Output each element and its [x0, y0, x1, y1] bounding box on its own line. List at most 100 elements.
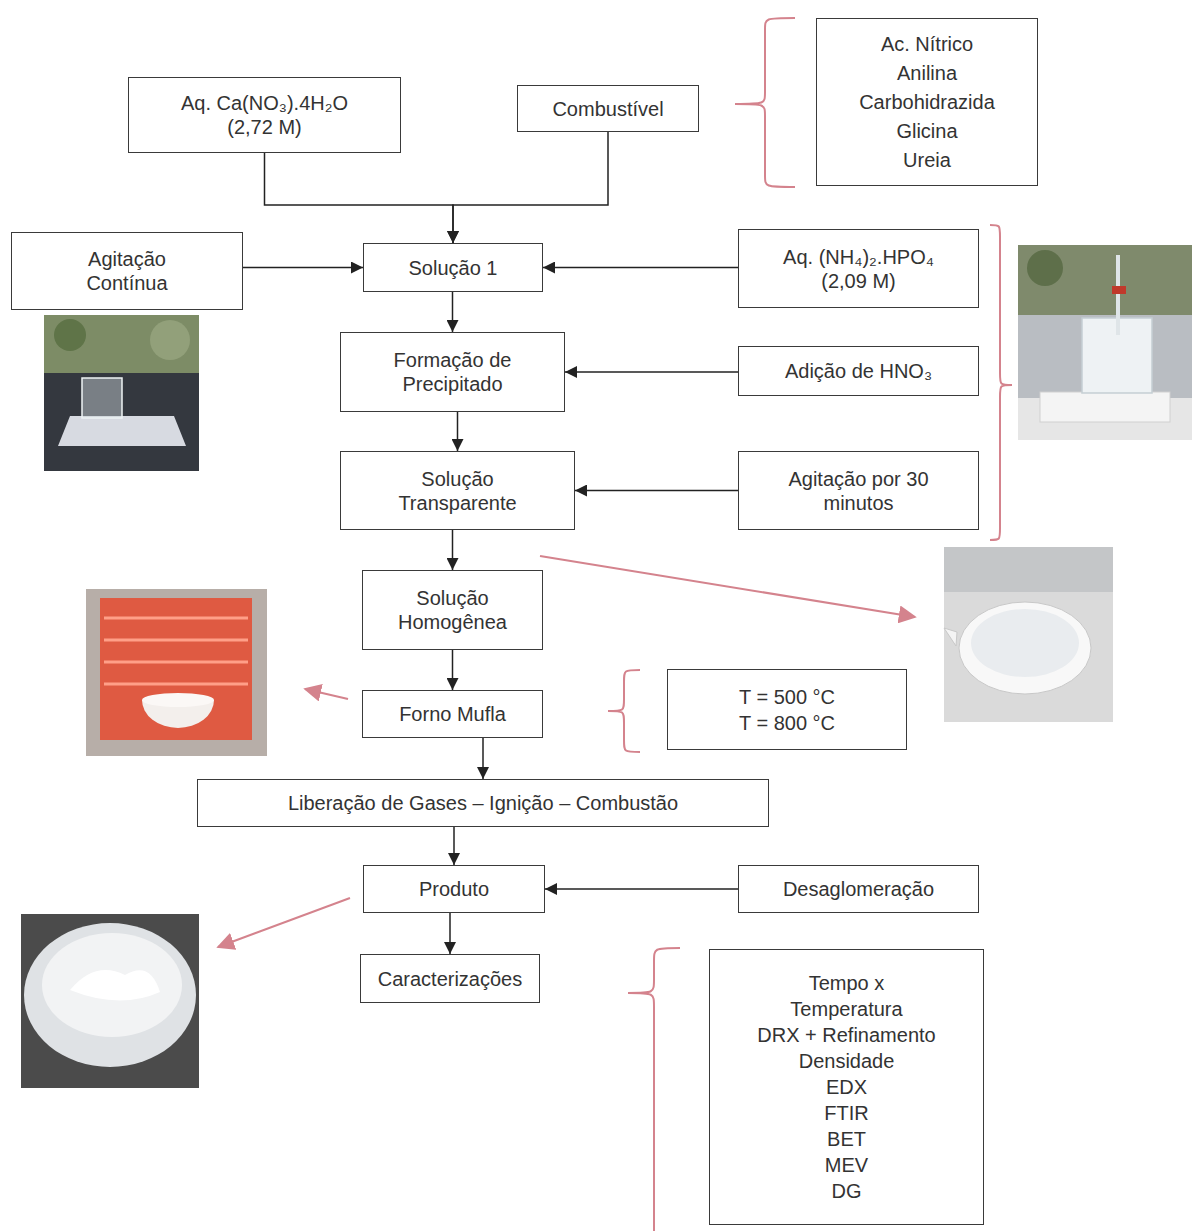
dish: [959, 602, 1091, 694]
photo-burette: [1018, 245, 1192, 440]
stopcock: [1112, 286, 1126, 294]
flow-arrow: [453, 132, 608, 243]
flow-arrow: [545, 888, 738, 890]
box-text: Forno Mufla: [399, 702, 506, 726]
box-text: Glicina: [896, 117, 957, 146]
flow-arrow: [565, 371, 738, 373]
process-box: Combustível: [517, 85, 699, 132]
box-text: Adição de HNO₃: [785, 359, 932, 383]
process-box: Solução Homogênea: [362, 570, 543, 650]
flow-arrow: [449, 913, 451, 954]
photo-furnace: [86, 589, 267, 756]
process-box: Solução 1: [363, 243, 543, 292]
powder: [70, 970, 160, 1001]
process-box: Agitação Contínua: [11, 232, 243, 310]
box-text: Liberação de Gases – Ignição – Combustão: [288, 791, 678, 815]
box-text: Desaglomeração: [783, 877, 934, 901]
bracket: [735, 18, 795, 187]
photo-foliage: [54, 319, 86, 351]
heating-element: [104, 618, 248, 684]
crucible-top: [142, 693, 214, 707]
box-text: Aq. (NH₄)₂.HPO₄ (2,09 M): [766, 245, 951, 293]
box-text: Ureia: [903, 146, 951, 175]
stirrer-plate: [58, 416, 186, 446]
box-text: T = 500 °C: [739, 684, 835, 710]
beaker: [82, 378, 122, 418]
box-text: T = 800 °C: [739, 710, 835, 736]
process-box: Produto: [363, 865, 545, 913]
bracket: [608, 670, 640, 752]
box-text: MEV: [825, 1152, 868, 1178]
process-box: Agitação por 30 minutos: [738, 451, 979, 530]
burette: [1116, 255, 1120, 335]
photo-ground: [86, 589, 267, 756]
stirrer-plate: [1040, 392, 1170, 422]
box-text: Solução Homogênea: [378, 586, 528, 634]
box-text: Solução Transparente: [383, 467, 533, 515]
box-text: Carbohidrazida: [859, 88, 995, 117]
bowl-inner: [42, 933, 182, 1037]
box-text: BET: [827, 1126, 866, 1152]
photo-ground: [21, 914, 199, 1088]
box-text: Combustível: [552, 97, 663, 121]
photo-dish: [944, 547, 1113, 722]
flow-arrow: [243, 267, 363, 269]
dish-spout: [944, 628, 957, 646]
leader-arrow: [540, 556, 915, 617]
box-text: Formação de Precipitado: [368, 348, 538, 396]
process-box: Aq. (NH₄)₂.HPO₄ (2,09 M): [738, 229, 979, 308]
process-box: Aq. Ca(NO₃).4H₂O (2,72 M): [128, 77, 401, 153]
photo-ground: [44, 315, 199, 471]
flow-arrow: [452, 650, 454, 690]
process-box: Ac. NítricoAnilinaCarbohidrazidaGlicinaU…: [816, 18, 1038, 186]
photo-foliage: [1027, 250, 1063, 286]
photo-stirrer: [44, 315, 199, 471]
box-text: Aq. Ca(NO₃).4H₂O (2,72 M): [165, 91, 365, 139]
flow-arrow: [457, 412, 459, 451]
flow-arrow: [265, 153, 454, 243]
flow-arrow: [575, 490, 738, 492]
bowl: [24, 923, 196, 1067]
box-text: Agitação Contínua: [62, 247, 192, 295]
photo-wall: [944, 547, 1113, 592]
process-box: Liberação de Gases – Ignição – Combustão: [197, 779, 769, 827]
box-text: EDX: [826, 1074, 867, 1100]
box-text: FTIR: [824, 1100, 868, 1126]
box-text: DG: [832, 1178, 862, 1204]
process-box: Adição de HNO₃: [738, 346, 979, 396]
photo-window: [1018, 245, 1192, 315]
bracket: [990, 225, 1012, 540]
flow-arrow: [482, 738, 484, 779]
box-text: Tempo x Temperatura: [772, 970, 922, 1022]
leader-arrow: [305, 689, 348, 699]
box-text: Ac. Nítrico: [881, 30, 973, 59]
process-box: Tempo x TemperaturaDRX + RefinamentoDens…: [709, 949, 984, 1225]
dish-inner: [971, 609, 1079, 677]
flow-arrow: [543, 267, 738, 269]
flow-arrow: [452, 292, 454, 332]
bracket: [628, 948, 680, 1231]
box-text: Caracterizações: [378, 967, 523, 991]
box-text: Densidade: [799, 1048, 895, 1074]
box-text: Anilina: [897, 59, 957, 88]
leader-arrow: [218, 898, 350, 947]
process-box: Caracterizações: [360, 954, 540, 1003]
process-box: Forno Mufla: [362, 690, 543, 738]
box-text: Produto: [419, 877, 489, 901]
photo-ground: [944, 547, 1113, 722]
process-box: T = 500 °CT = 800 °C: [667, 669, 907, 750]
box-text: DRX + Refinamento: [757, 1022, 935, 1048]
box-text: Solução 1: [409, 256, 498, 280]
photo-window: [44, 315, 199, 373]
process-box: Desaglomeração: [738, 865, 979, 913]
process-box: Formação de Precipitado: [340, 332, 565, 412]
process-box: Solução Transparente: [340, 451, 575, 530]
furnace-chamber: [100, 598, 252, 740]
flow-arrow: [452, 530, 454, 570]
photo-product: [21, 914, 199, 1088]
photo-ground: [1018, 245, 1192, 440]
flow-arrow: [453, 827, 455, 865]
box-text: Agitação por 30 minutos: [759, 467, 959, 515]
photo-foliage: [150, 320, 190, 360]
